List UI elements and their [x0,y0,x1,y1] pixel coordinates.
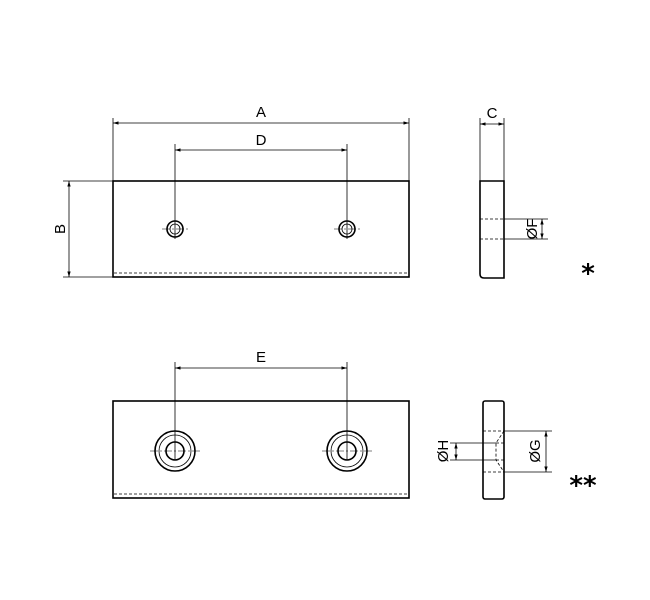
dimension-g: ØG [504,430,552,473]
dimension-f: ØF [504,219,548,240]
plate-outline-bottom [112,400,410,499]
top-front-view: A D B [52,104,410,278]
dimension-d: D [174,132,348,239]
dimension-e-label: E [256,349,266,366]
dimension-e: E [174,349,348,460]
dimension-h: ØH [435,440,496,463]
dimension-c: C [479,105,505,181]
side-profile-top [479,180,505,279]
dimension-h-label: ØH [435,440,452,463]
dimension-a: A [112,104,410,181]
dimension-f-label: ØF [524,219,541,240]
double-asterisk-note: ** [569,471,597,501]
dimension-a-label: A [256,104,266,121]
plate-outline-top [112,180,410,278]
dimension-d-label: D [256,132,267,149]
dimension-b-label: B [52,224,69,234]
side-profile-bottom [482,400,505,500]
dimension-g-label: ØG [527,439,544,462]
top-side-view: C ØF * [479,105,595,289]
countersink-hidden-lines [495,430,505,473]
bottom-side-view: ØH ØG ** [435,400,597,501]
dimension-c-label: C [487,105,498,122]
single-asterisk-note: * [581,259,595,289]
bottom-front-view: E [112,349,410,499]
dimension-b: B [52,180,113,278]
